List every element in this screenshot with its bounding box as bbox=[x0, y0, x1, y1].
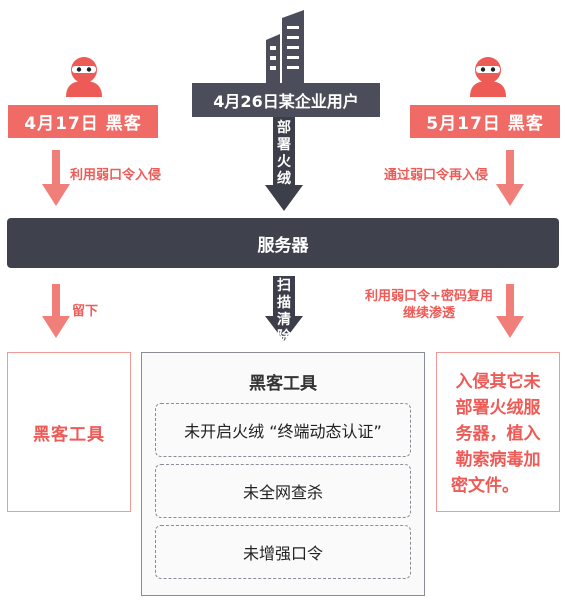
label-char: 火 bbox=[277, 154, 291, 170]
label-char: 署 bbox=[277, 137, 291, 153]
center-result-box: 黑客工具 未开启火绒 “终端动态认证” 未全网查杀 未增强口令 bbox=[141, 352, 425, 596]
left-bottom-arrow bbox=[42, 284, 70, 338]
label-char: 清 bbox=[277, 312, 291, 328]
right-top-edge-label: 通过弱口令再入侵 bbox=[384, 168, 489, 183]
right-bottom-line1: 利用弱口令+密码复用 bbox=[365, 289, 493, 304]
right-hacker-banner: 5月17日 黑客 bbox=[410, 105, 560, 138]
label-char: 描 bbox=[277, 295, 291, 311]
right-result-line: 入侵其它未 bbox=[455, 372, 541, 392]
left-hacker-label: 4月17日 黑客 bbox=[24, 114, 142, 134]
hacker-icon bbox=[470, 57, 506, 97]
center-bottom-arrow bbox=[265, 276, 303, 341]
condition-item: 未全网查杀 bbox=[155, 464, 411, 518]
label-char: 绒 bbox=[277, 171, 291, 187]
right-bottom-edge-label: 利用弱口令+密码复用 继续渗透 bbox=[360, 288, 498, 322]
left-bottom-edge-label: 留下 bbox=[72, 304, 99, 319]
left-hacker-banner: 4月17日 黑客 bbox=[8, 105, 158, 138]
left-top-arrow bbox=[42, 150, 70, 206]
server-bar: 服务器 bbox=[7, 218, 559, 268]
top-center-banner: 4月26日某企业用户 bbox=[192, 83, 380, 117]
left-result-label: 黑客工具 bbox=[33, 424, 105, 445]
right-result-line: 勒索病毒加 bbox=[455, 450, 541, 470]
center-top-arrow bbox=[265, 117, 303, 211]
label-char: 部 bbox=[277, 120, 291, 136]
right-hacker-label: 5月17日 黑客 bbox=[426, 114, 544, 134]
right-result-line: 务器，植入 bbox=[455, 424, 541, 444]
label-char: 除 bbox=[277, 329, 291, 345]
right-bottom-arrow bbox=[496, 284, 524, 338]
server-label: 服务器 bbox=[257, 235, 309, 256]
left-top-edge-label: 利用弱口令入侵 bbox=[70, 168, 162, 183]
right-top-arrow bbox=[496, 150, 524, 206]
center-top-edge-label: 部 署 火 绒 bbox=[275, 120, 293, 188]
right-result-line: 密文件。 bbox=[451, 476, 519, 496]
center-result-title: 黑客工具 bbox=[249, 374, 317, 394]
hacker-icon bbox=[66, 57, 102, 97]
left-result-box: 黑客工具 bbox=[7, 352, 131, 512]
building-icon bbox=[266, 10, 304, 84]
right-result-box: 入侵其它未 部署火绒服 务器，植入 勒索病毒加 密文件。 bbox=[436, 352, 560, 512]
top-center-label: 4月26日某企业用户 bbox=[213, 92, 359, 111]
condition-item: 未增强口令 bbox=[155, 525, 411, 579]
center-bottom-edge-label: 扫 描 清 除 bbox=[275, 278, 293, 346]
right-result-line: 部署火绒服 bbox=[455, 398, 541, 418]
right-bottom-line2: 继续渗透 bbox=[402, 306, 455, 321]
condition-item: 未开启火绒 “终端动态认证” bbox=[155, 403, 411, 457]
label-char: 扫 bbox=[277, 278, 291, 294]
